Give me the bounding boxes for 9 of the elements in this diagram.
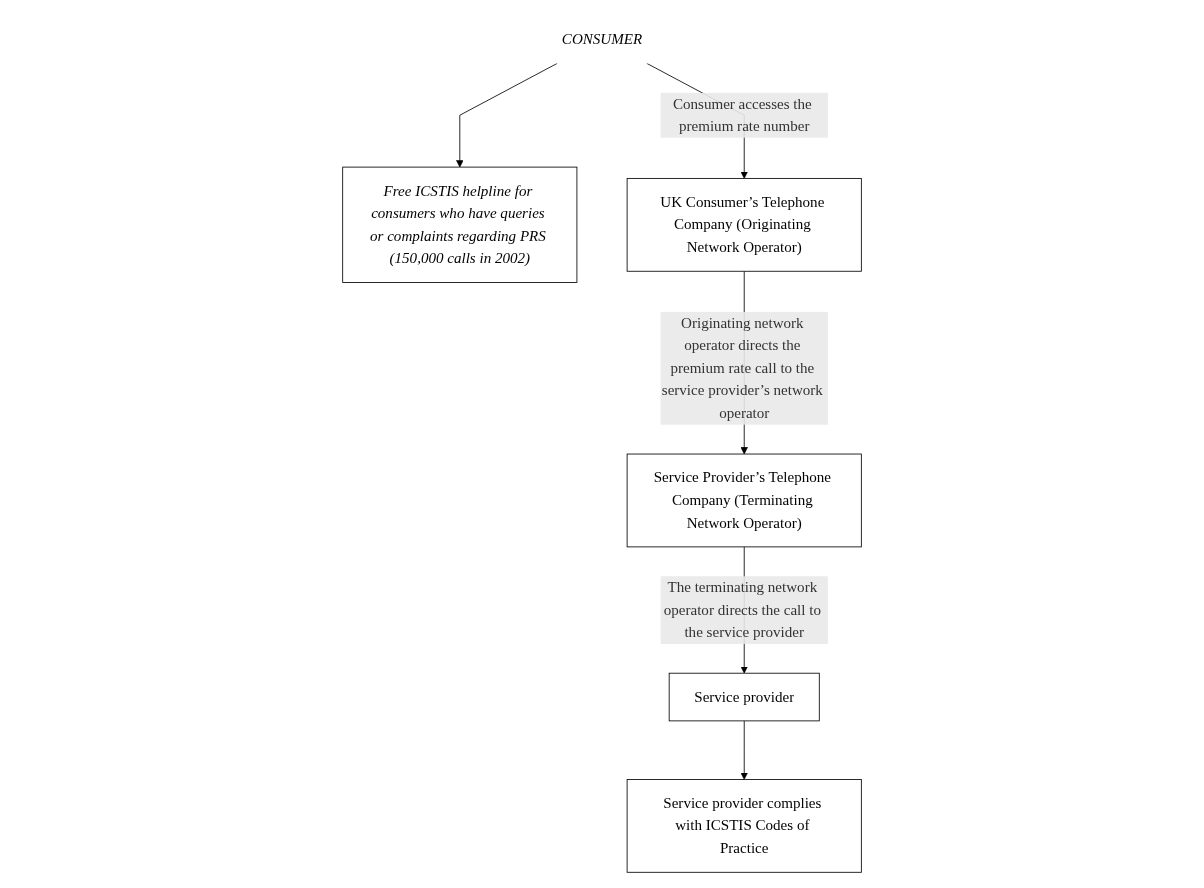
edge-label: Originating network operator directs the premium rate call to the service provider’s network operator xyxy=(661,314,823,422)
edge-label: Consumer accesses the premium rate number xyxy=(672,95,812,135)
node-text: CONSUMER xyxy=(561,30,643,48)
edge-label: The terminating network operator directs the call to the service provider xyxy=(663,578,821,641)
node-box: UK Consumer’s Telephone Company (Originating Network Operator) xyxy=(626,178,862,272)
node-box: Service Provider’s Telephone Company (Terminating Network Operator) xyxy=(626,453,862,548)
node-box: Free ICSTIS helpline for consumers who have queries or complaints regarding PRS (150,000 calls in 2002) xyxy=(342,166,578,283)
node-box: Service provider complies with ICSTIS Codes of Practice xyxy=(626,779,862,873)
node-box: Service provider xyxy=(668,672,820,722)
